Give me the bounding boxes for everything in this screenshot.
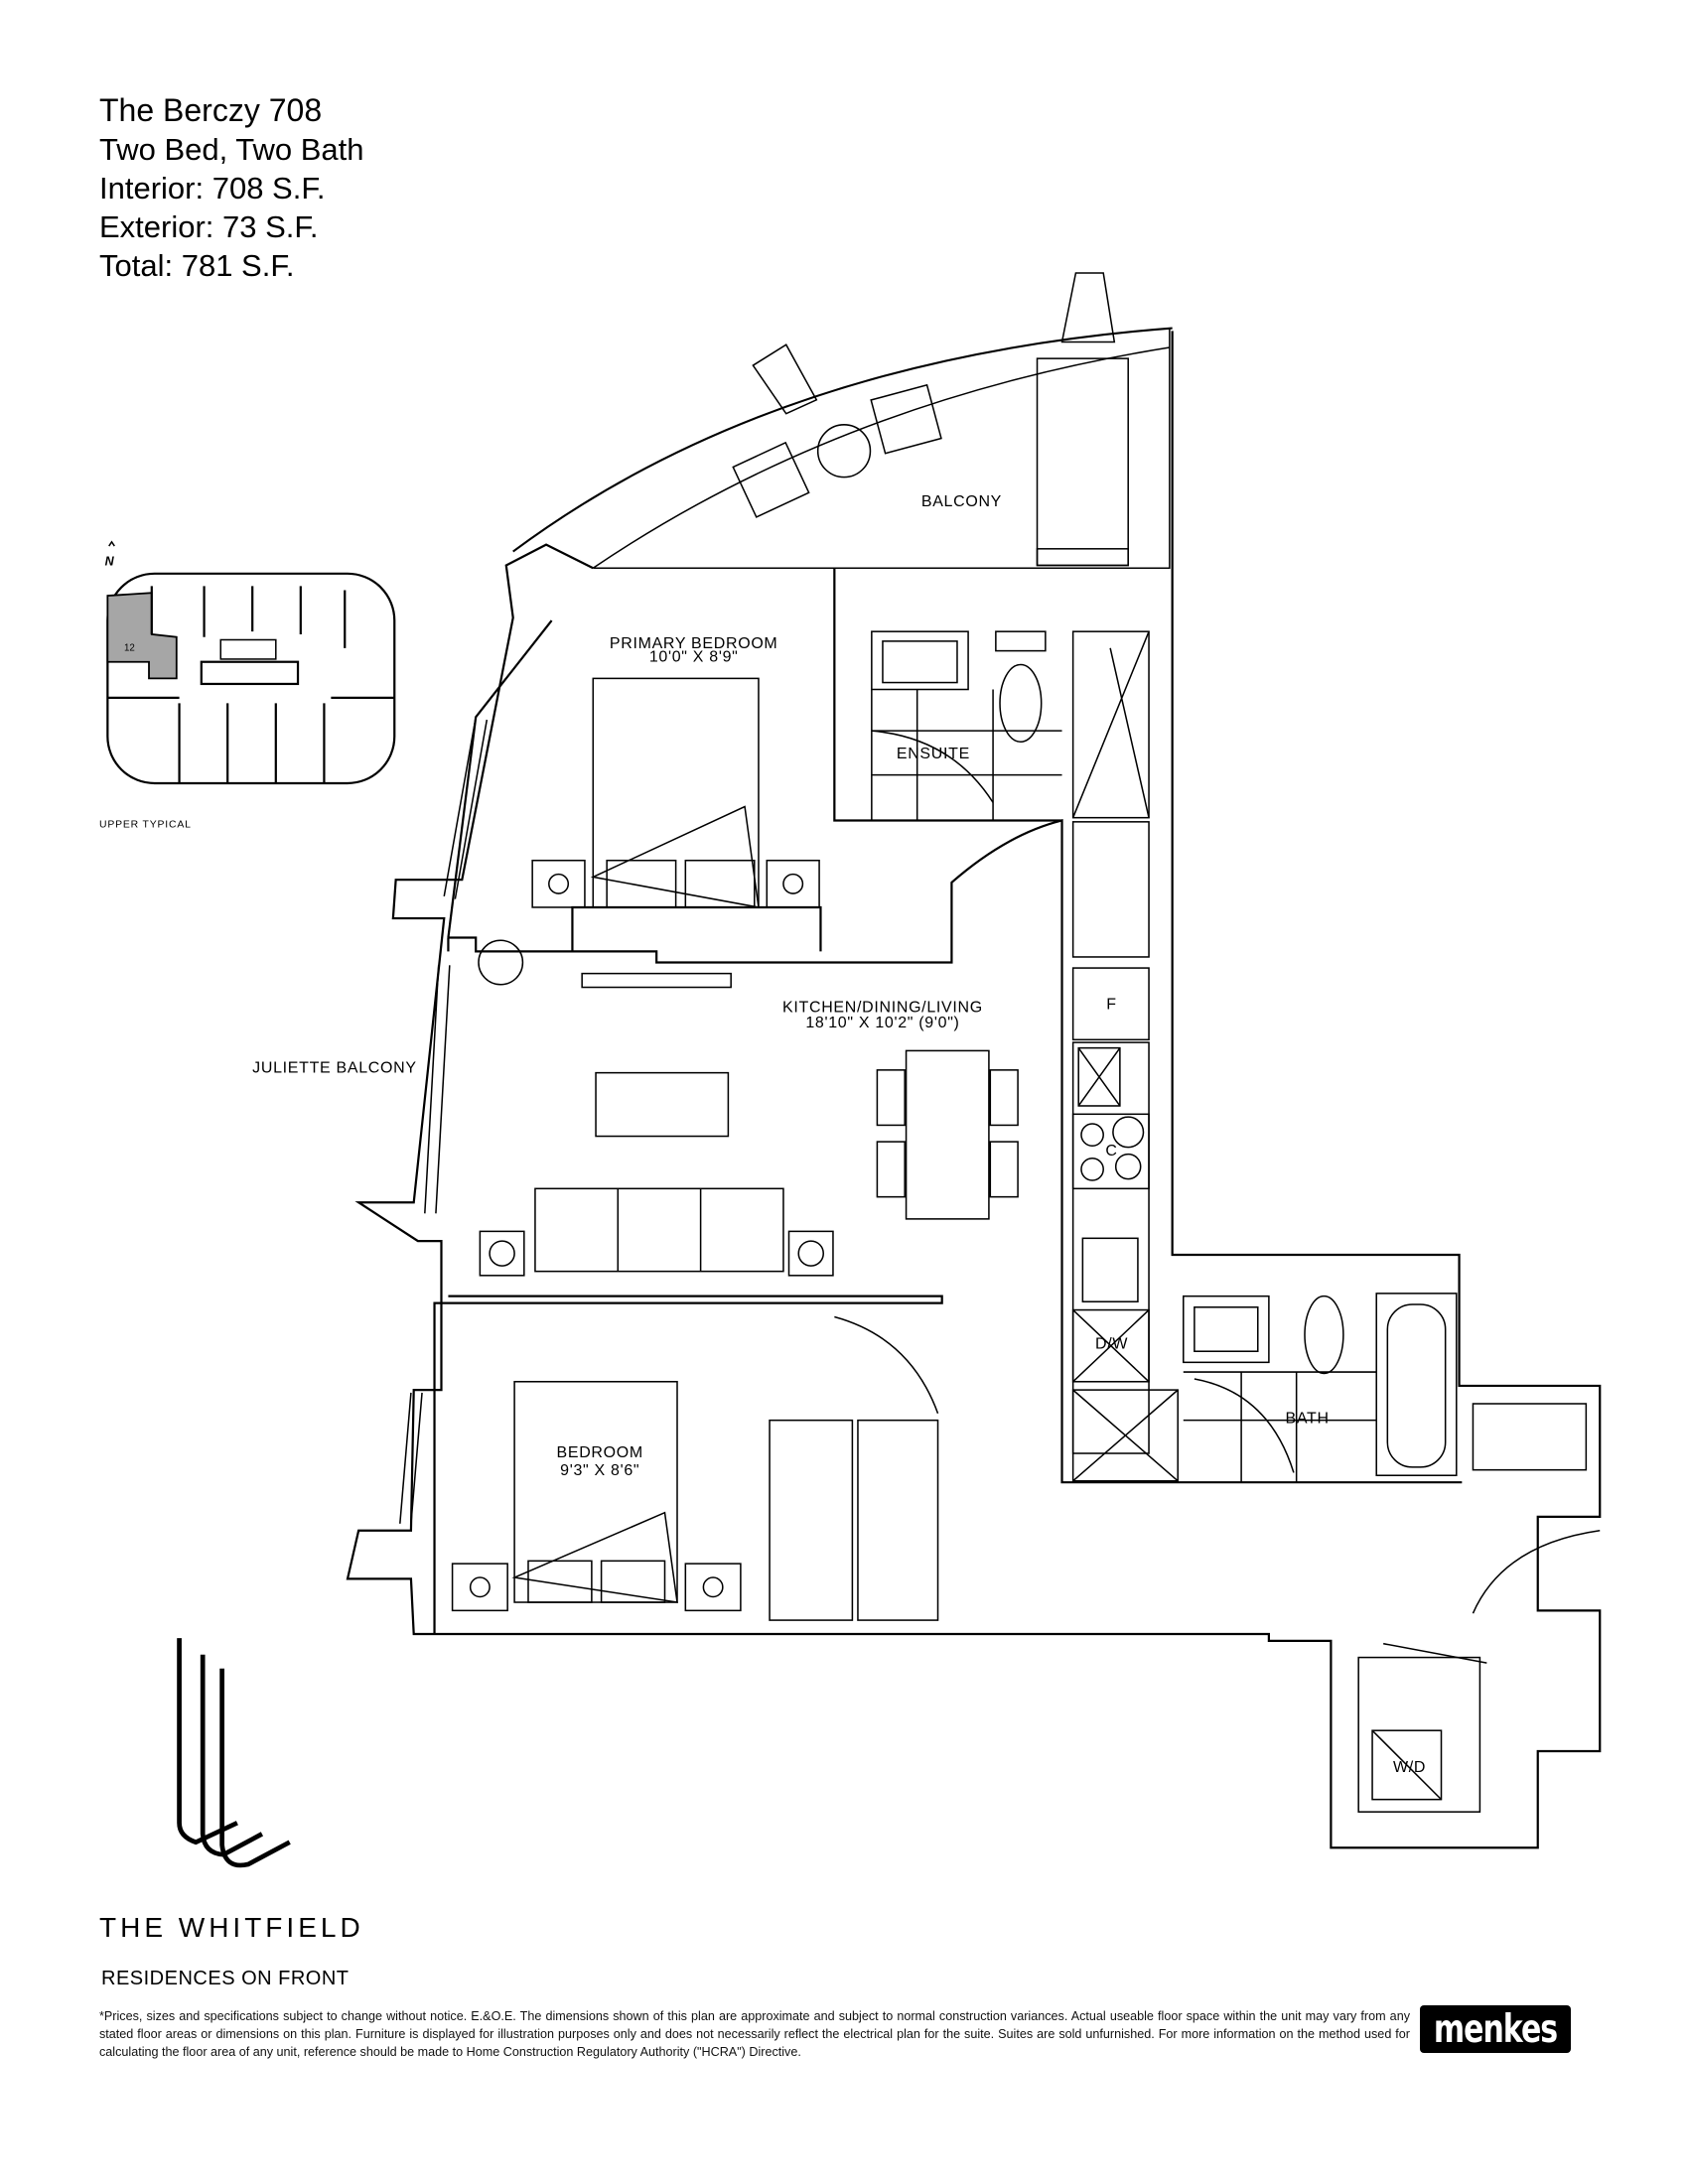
primary-bedroom: PRIMARY BEDROOM 10'0" X 8'9" bbox=[531, 635, 820, 908]
bath-sink bbox=[1182, 1295, 1270, 1364]
keyplan-unit-number: 12 bbox=[124, 643, 135, 654]
washer-dryer-label: W/D bbox=[1393, 1759, 1426, 1776]
tv-console bbox=[581, 972, 732, 989]
bedroom: BEDROOM 9'3" X 8'6" bbox=[451, 1315, 939, 1621]
nightstand bbox=[531, 859, 586, 908]
whitfield-logo bbox=[177, 1638, 291, 1868]
kitchen-counter bbox=[1071, 1041, 1150, 1454]
side-table bbox=[479, 1230, 525, 1277]
disclaimer: *Prices, sizes and specifications subjec… bbox=[99, 2009, 1410, 2059]
interior-area: Interior: 708 S.F. bbox=[99, 171, 326, 205]
balcony-chair bbox=[732, 441, 810, 518]
balcony-fin bbox=[1060, 272, 1116, 343]
bath-toilet bbox=[1304, 1295, 1344, 1375]
cooktop-label: C bbox=[1105, 1143, 1117, 1160]
dishwasher bbox=[1071, 1308, 1150, 1383]
closet bbox=[769, 1419, 854, 1621]
bathtub bbox=[1375, 1293, 1458, 1476]
room-label-balcony: BALCONY bbox=[921, 493, 1002, 510]
closet bbox=[857, 1419, 939, 1621]
room-label-ensuite: ENSUITE bbox=[897, 746, 970, 762]
balcony: BALCONY bbox=[512, 272, 1173, 570]
ensuite-shower bbox=[1071, 630, 1150, 819]
coffee-table bbox=[595, 1071, 730, 1138]
kitchen-sink bbox=[1081, 1237, 1139, 1302]
living-area: KITCHEN/DINING/LIVING 18'10" X 10'2" (9'… bbox=[478, 939, 1019, 1277]
brand-name: THE WHITFIELD bbox=[99, 1912, 364, 1943]
closet bbox=[1071, 821, 1150, 958]
room-dimension-bedroom: 9'3" X 8'6" bbox=[560, 1462, 639, 1479]
fridge-label: F bbox=[1106, 997, 1116, 1014]
laundry: W/D bbox=[1357, 1530, 1601, 1813]
primary-window bbox=[443, 717, 489, 899]
juliette-balcony-window bbox=[424, 965, 451, 1214]
dining-table bbox=[905, 1049, 990, 1220]
fridge bbox=[1071, 967, 1150, 1041]
room-label-kitchen: KITCHEN/DINING/LIVING bbox=[782, 1000, 983, 1017]
unit-header: The Berczy 708 Two Bed, Two Bath Interio… bbox=[99, 91, 364, 285]
ensuite-sink bbox=[871, 630, 969, 691]
cooktop bbox=[1071, 1113, 1150, 1190]
balcony-lounger bbox=[1036, 357, 1129, 567]
balcony-chair bbox=[870, 383, 942, 455]
dishwasher-label: D/W bbox=[1095, 1335, 1128, 1352]
keyplan-unit-highlight bbox=[106, 592, 178, 680]
side-table bbox=[787, 1230, 834, 1277]
room-label-juliette-balcony: JULIETTE BALCONY bbox=[252, 1060, 417, 1077]
bath: BATH bbox=[1182, 1293, 1588, 1483]
nightstand bbox=[766, 859, 820, 908]
room-label-bedroom: BEDROOM bbox=[557, 1444, 643, 1461]
developer-logo: menkes bbox=[1420, 2005, 1571, 2053]
sofa bbox=[534, 1187, 784, 1273]
balcony-fin bbox=[752, 343, 818, 415]
room-dimension-primary-bedroom: 10'0" X 8'9" bbox=[649, 649, 739, 666]
kitchen: F C D/W bbox=[1071, 821, 1179, 1482]
unit-title: The Berczy 708 bbox=[99, 92, 323, 128]
bedroom-bed bbox=[513, 1381, 678, 1603]
unit-walls bbox=[346, 331, 1602, 1849]
nightstand bbox=[451, 1563, 508, 1612]
ensuite-toilet bbox=[999, 663, 1043, 744]
brand-subtitle: RESIDENCES ON FRONT bbox=[101, 1968, 350, 1989]
room-dimension-kitchen: 18'10" X 10'2" (9'0") bbox=[805, 1015, 959, 1031]
balcony-table bbox=[816, 424, 872, 478]
total-area: Total: 781 S.F. bbox=[99, 248, 295, 283]
unit-type: Two Bed, Two Bath bbox=[99, 132, 364, 167]
north-arrow-icon bbox=[108, 540, 115, 547]
room-label-bath: BATH bbox=[1286, 1410, 1330, 1427]
exterior-area: Exterior: 73 S.F. bbox=[99, 209, 319, 244]
keyplan-building-outline bbox=[106, 572, 396, 785]
ensuite: ENSUITE bbox=[871, 630, 1150, 821]
closet bbox=[1472, 1403, 1588, 1471]
developer-name: menkes bbox=[1433, 2006, 1558, 2052]
keyplan-caption: UPPER TYPICAL bbox=[99, 819, 192, 830]
bedroom-window bbox=[399, 1392, 423, 1524]
washer-dryer-closet bbox=[1357, 1656, 1481, 1813]
nightstand bbox=[684, 1563, 742, 1612]
plant-icon bbox=[478, 939, 524, 986]
room-label-primary-bedroom: PRIMARY BEDROOM bbox=[610, 635, 778, 652]
north-arrow-label: N bbox=[105, 554, 115, 568]
linen-closet bbox=[1071, 1389, 1179, 1482]
key-plan: N 12 UPPER TYPICAL bbox=[99, 540, 396, 830]
